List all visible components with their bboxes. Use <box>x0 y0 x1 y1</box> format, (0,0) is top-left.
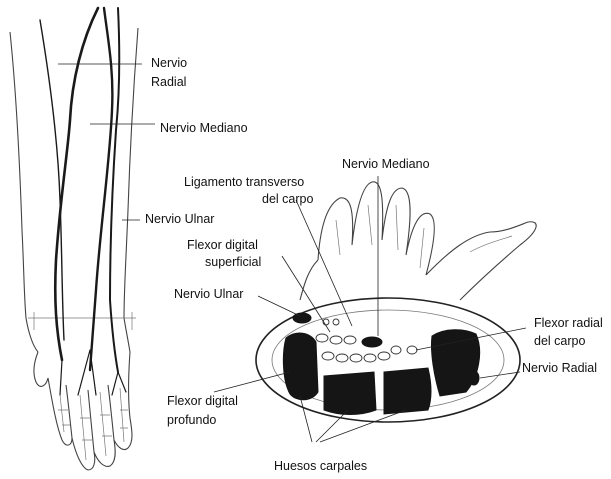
carpal-bone-2 <box>324 372 376 415</box>
leader-ulnar-hand <box>258 296 300 316</box>
label-nervio-ulnar-arm: Nervio Ulnar <box>145 212 214 226</box>
label-ligamento-2: del carpo <box>262 192 313 206</box>
label-flexor-profundo-1: Flexor digital <box>167 394 238 408</box>
label-nervio-ulnar-hand: Nervio Ulnar <box>174 287 243 301</box>
carpal-bone-1 <box>283 333 318 400</box>
label-flexor-radial-1: Flexor radial <box>534 316 603 330</box>
median-nerve-section <box>362 337 382 347</box>
radial-nerve-section <box>469 371 479 385</box>
label-nervio-radial-hand: Nervio Radial <box>522 361 597 375</box>
label-flexor-superficial-2: superficial <box>205 255 261 269</box>
ulnar-nerve-section <box>293 313 311 323</box>
label-flexor-superficial-1: Flexor digital <box>187 238 258 252</box>
hand-illustration <box>214 176 536 442</box>
label-flexor-radial-2: del carpo <box>534 334 585 348</box>
label-nervio-mediano-hand: Nervio Mediano <box>342 157 430 171</box>
label-flexor-profundo-2: profundo <box>167 413 216 427</box>
label-huesos-carpales: Huesos carpales <box>274 459 367 473</box>
carpal-bone-3 <box>384 368 431 414</box>
label-ligamento-1: Ligamento transverso <box>184 175 304 189</box>
label-nervio-mediano-arm: Nervio Mediano <box>160 121 248 135</box>
hand-fingers-outline <box>318 182 536 300</box>
label-nervio-radial-arm-1: Nervio <box>151 56 187 70</box>
label-nervio-radial-arm-2: Radial <box>151 75 186 89</box>
arm-illustration <box>10 8 155 470</box>
radial-nerve <box>55 8 98 360</box>
median-nerve <box>90 8 112 370</box>
